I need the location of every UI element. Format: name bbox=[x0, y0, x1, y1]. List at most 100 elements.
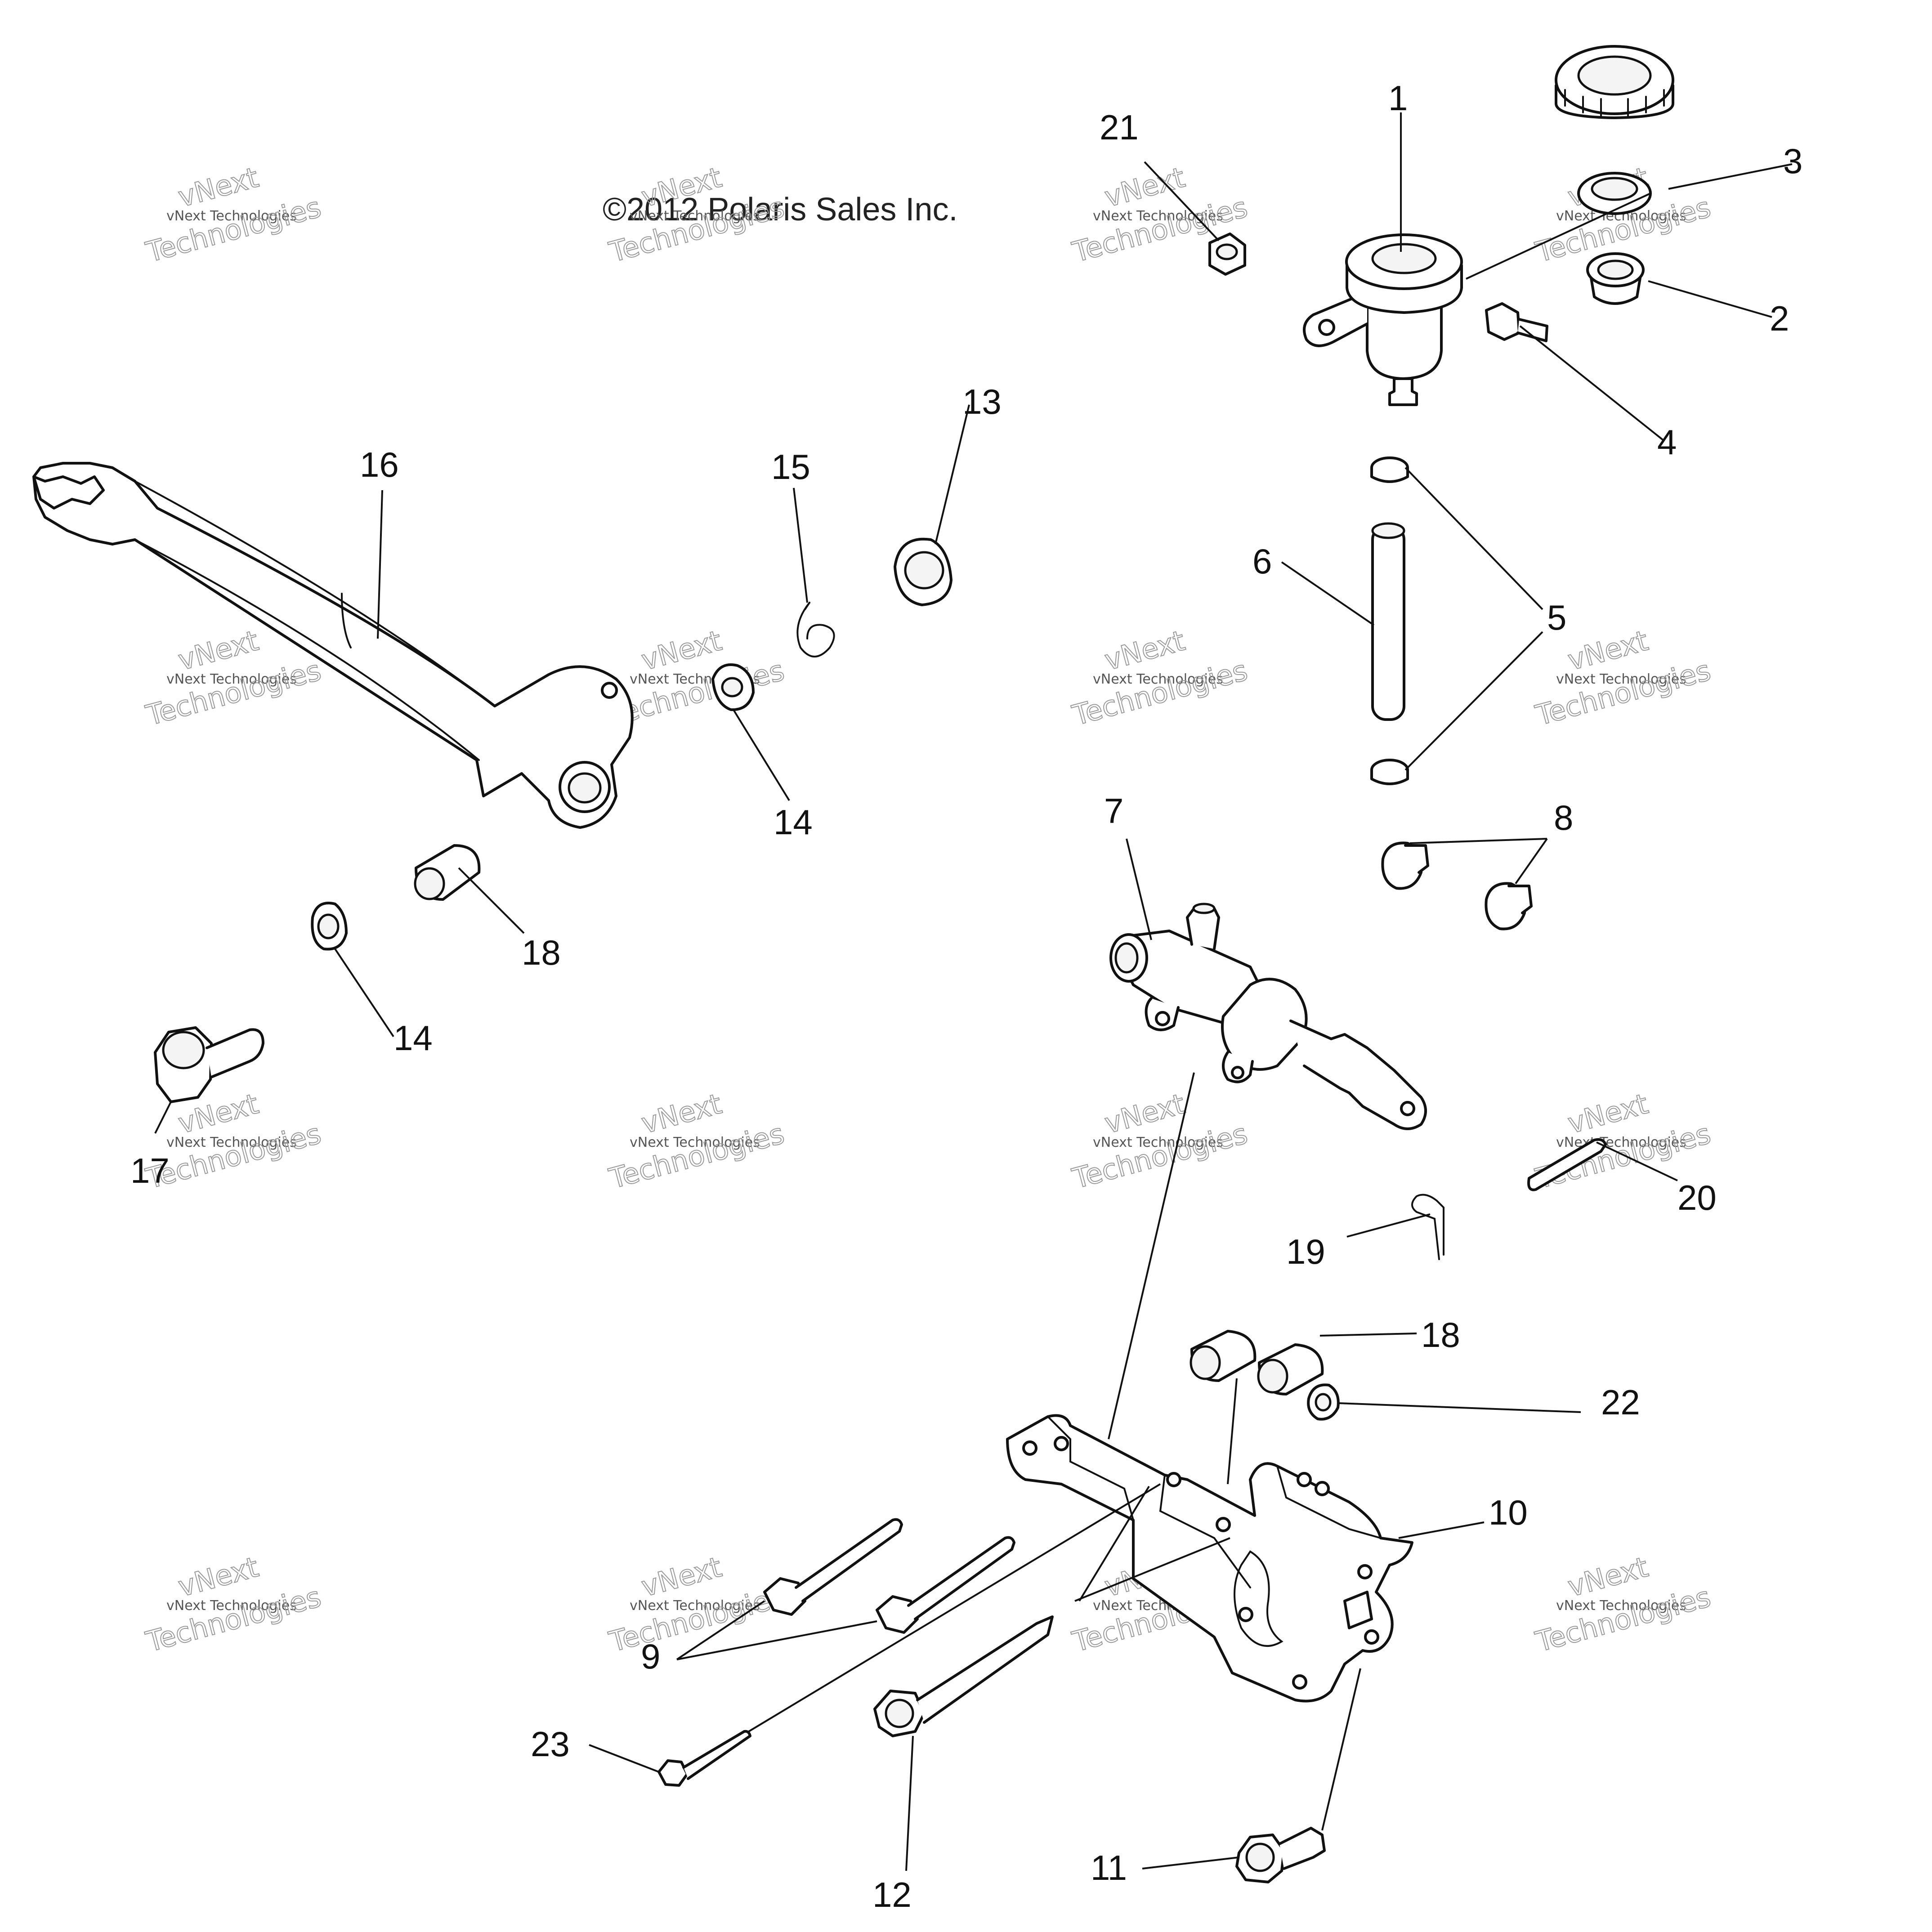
watermark-bg-bottom: Technologies bbox=[606, 1117, 788, 1195]
watermark-grid: vNext vNext Technologies Technologies vN… bbox=[142, 160, 1715, 1659]
nut-21-part bbox=[1208, 233, 1246, 276]
watermark-text: vNext Technologies bbox=[1556, 1135, 1686, 1150]
bushing-13-part bbox=[894, 537, 953, 606]
callout-10: 10 bbox=[1489, 1493, 1528, 1532]
callout-22: 22 bbox=[1601, 1382, 1640, 1422]
callout-4: 4 bbox=[1657, 422, 1677, 462]
watermark: vNext vNext Technologies Technologies bbox=[605, 1087, 788, 1195]
watermark: vNext vNext Technologies Technologies bbox=[1069, 623, 1252, 732]
callout-13: 13 bbox=[962, 382, 1002, 421]
hose-part bbox=[1371, 522, 1405, 721]
watermark: vNext vNext Technologies Technologies bbox=[1532, 1550, 1715, 1659]
watermark: vNext vNext Technologies Technologies bbox=[142, 1550, 325, 1659]
brake-lever-part bbox=[32, 462, 634, 829]
callout-16: 16 bbox=[360, 445, 399, 484]
watermark-bg-bottom: Technologies bbox=[143, 654, 325, 732]
spring-part bbox=[796, 602, 835, 657]
watermark-bg-bottom: Technologies bbox=[143, 1117, 325, 1195]
callout-21: 21 bbox=[1100, 107, 1139, 147]
watermark-bg-top: vNext bbox=[1564, 1087, 1651, 1140]
watermark-text: vNext Technologies bbox=[630, 1598, 760, 1614]
watermark-bg-bottom: Technologies bbox=[1532, 1580, 1714, 1659]
watermark-text: vNext Technologies bbox=[166, 1135, 297, 1150]
callout-3: 3 bbox=[1783, 141, 1802, 181]
bolt-11-part bbox=[1235, 1827, 1326, 1883]
watermark-bg-bottom: Technologies bbox=[143, 1580, 325, 1659]
bushing-14-upper-part bbox=[711, 663, 755, 711]
callouts: 1 2 3 4 5 6 7 8 9 10 11 12 13 14 14 15 1… bbox=[130, 78, 1802, 1914]
callout-20: 20 bbox=[1677, 1178, 1717, 1217]
screw-8-a-part bbox=[1381, 841, 1429, 890]
watermark-bg-top: vNext bbox=[1101, 1087, 1188, 1140]
bolt-4-part bbox=[1485, 302, 1548, 342]
callout-18-b: 18 bbox=[1421, 1315, 1460, 1355]
hose-clamp-top-part bbox=[1370, 456, 1409, 483]
cotter-pin-part bbox=[1411, 1194, 1445, 1260]
bolt-12-part bbox=[873, 1615, 1054, 1737]
callout-7: 7 bbox=[1104, 791, 1123, 831]
watermark-bg-top: vNext bbox=[174, 1550, 262, 1603]
leader-lines bbox=[154, 112, 1793, 1871]
callout-18-a: 18 bbox=[522, 933, 561, 972]
watermark-bg-top: vNext bbox=[638, 1550, 725, 1603]
callout-6: 6 bbox=[1252, 541, 1272, 581]
watermark-bg-top: vNext bbox=[1564, 624, 1651, 676]
watermark-text: vNext Technologies bbox=[166, 208, 297, 224]
watermark-bg-top: vNext bbox=[638, 1087, 725, 1140]
spacer-18-right-a-part bbox=[1190, 1330, 1257, 1382]
watermark-text: vNext Technologies bbox=[1556, 671, 1686, 687]
watermark-bg-bottom: Technologies bbox=[1532, 654, 1714, 732]
bolt-23-part bbox=[657, 1730, 751, 1787]
bushing-14-lower-part bbox=[311, 902, 348, 951]
watermark: vNext vNext Technologies Technologies bbox=[1532, 623, 1715, 732]
callout-9: 9 bbox=[641, 1637, 660, 1676]
watermark-text: vNext Technologies bbox=[166, 671, 297, 687]
watermark-text: vNext Technologies bbox=[630, 208, 760, 224]
seal-part bbox=[1586, 252, 1645, 305]
watermark-text: vNext Technologies bbox=[630, 1135, 760, 1150]
callout-23: 23 bbox=[531, 1724, 570, 1764]
bolt-17-part bbox=[154, 1026, 264, 1103]
callout-14-a: 14 bbox=[774, 802, 813, 842]
pedal-bracket-part bbox=[1006, 1414, 1413, 1703]
callout-8: 8 bbox=[1554, 798, 1573, 837]
watermark-text: vNext Technologies bbox=[1093, 671, 1223, 687]
watermark: vNext vNext Technologies Technologies bbox=[605, 160, 788, 269]
watermark: vNext vNext Technologies Technologies bbox=[1069, 1087, 1252, 1195]
callout-11: 11 bbox=[1091, 1848, 1127, 1887]
bolt-9-b-part bbox=[876, 1536, 1015, 1634]
watermark-text: vNext Technologies bbox=[1556, 1598, 1686, 1614]
watermark-text: vNext Technologies bbox=[166, 1598, 297, 1614]
bolt-9-a-part bbox=[763, 1518, 903, 1616]
reservoir-cap-part bbox=[1555, 45, 1674, 119]
watermark-bg-top: vNext bbox=[174, 624, 262, 676]
master-cylinder-part bbox=[1109, 903, 1427, 1130]
watermark-text: vNext Technologies bbox=[1093, 1135, 1223, 1150]
callout-17: 17 bbox=[130, 1151, 170, 1190]
watermark-bg-bottom: Technologies bbox=[1069, 1117, 1251, 1195]
clevis-pin-part bbox=[1527, 1138, 1607, 1191]
watermark-bg-top: vNext bbox=[1101, 161, 1188, 213]
watermark-bg-top: vNext bbox=[174, 161, 262, 213]
hose-clamp-bottom-part bbox=[1370, 759, 1409, 785]
watermark-bg-bottom: Technologies bbox=[143, 191, 325, 269]
callout-19: 19 bbox=[1286, 1232, 1325, 1271]
watermark-bg-top: vNext bbox=[1564, 1550, 1651, 1603]
watermark-bg-top: vNext bbox=[1101, 624, 1188, 676]
watermark: vNext vNext Technologies Technologies bbox=[142, 160, 325, 269]
callout-1: 1 bbox=[1388, 78, 1408, 118]
copyright-text: ©2012 Polaris Sales Inc. bbox=[603, 192, 957, 228]
callout-14-b: 14 bbox=[394, 1018, 433, 1058]
callout-12: 12 bbox=[872, 1875, 912, 1914]
callout-15: 15 bbox=[771, 447, 810, 487]
spacer-18-left-part bbox=[414, 844, 481, 901]
spacer-18-right-b-part bbox=[1257, 1343, 1324, 1395]
screw-8-b-part bbox=[1485, 882, 1533, 930]
callout-5: 5 bbox=[1547, 598, 1566, 637]
watermark-bg-bottom: Technologies bbox=[1069, 654, 1251, 732]
nut-22-part bbox=[1307, 1383, 1340, 1421]
callout-2: 2 bbox=[1770, 299, 1789, 338]
reservoir-part bbox=[1303, 233, 1463, 406]
watermark-bg-top: vNext bbox=[638, 624, 725, 676]
